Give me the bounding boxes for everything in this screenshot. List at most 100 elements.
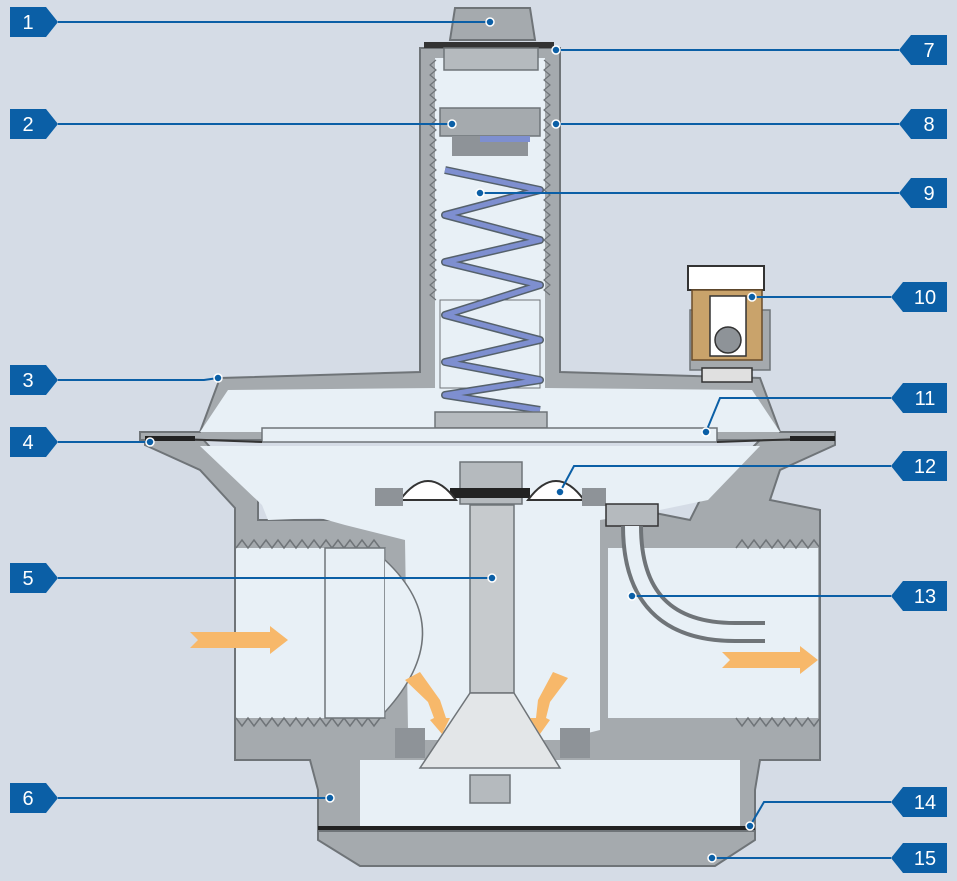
callout-number-10: 10	[914, 287, 936, 309]
callout-badge-11	[891, 383, 947, 413]
callout-target-dot-1	[485, 17, 495, 27]
inlet-sleeve	[324, 547, 386, 719]
callout-target-dot-12	[555, 487, 565, 497]
callout-13: 13	[627, 581, 947, 611]
callout-8: 8	[551, 109, 947, 139]
callout-number-15: 15	[914, 848, 936, 870]
right-gasket	[790, 436, 835, 441]
seat-flow-arrow-left	[405, 672, 450, 734]
callout-7: 7	[551, 35, 947, 65]
callout-target-dot-11	[701, 427, 711, 437]
relief-valve-cap	[687, 265, 765, 291]
upper-cover-cavity	[200, 58, 780, 432]
callout-target-dot-4	[145, 437, 155, 447]
seat-block-right	[560, 728, 590, 758]
callout-badge-7	[899, 35, 947, 65]
flow-arrows	[190, 626, 818, 734]
callout-2: 2	[10, 109, 457, 139]
callout-number-13: 13	[914, 586, 936, 608]
callout-leader-14	[749, 801, 891, 827]
callout-target-dot-9	[475, 188, 485, 198]
callout-15: 15	[707, 843, 947, 873]
valve-stem	[469, 504, 515, 694]
callout-badge-12	[891, 451, 947, 481]
callout-target-dot-13	[627, 591, 637, 601]
callout-badge-4	[10, 427, 58, 457]
callout-number-14: 14	[914, 792, 936, 814]
callout-12: 12	[555, 451, 947, 497]
callout-11: 11	[701, 383, 947, 437]
callout-number-7: 7	[923, 40, 934, 62]
callout-number-11: 11	[915, 388, 936, 410]
callout-1: 1	[10, 7, 495, 37]
callout-badge-15	[891, 843, 947, 873]
callout-badge-6	[10, 783, 58, 813]
bottom-cover	[317, 830, 756, 867]
callout-4: 4	[10, 427, 155, 457]
sensing-tube-fitting	[605, 503, 659, 527]
inlet-dome	[384, 559, 424, 713]
callout-leader-11	[705, 397, 891, 433]
callout-number-1: 1	[22, 12, 33, 34]
spring-coil-highlight	[442, 167, 543, 413]
diaphragm-clamp-right	[582, 488, 606, 506]
callout-9: 9	[475, 178, 947, 208]
callout-badge-1	[10, 7, 58, 37]
valve-disc	[418, 692, 562, 769]
callout-target-dot-5	[487, 573, 497, 583]
callout-14: 14	[745, 787, 947, 831]
relief-valve-nut	[701, 367, 753, 383]
callout-number-5: 5	[22, 568, 33, 590]
left-gasket	[145, 436, 195, 441]
callout-target-dot-6	[325, 793, 335, 803]
outlet-thread-top	[735, 538, 821, 550]
callout-target-dot-14	[745, 821, 755, 831]
callout-target-dot-2	[447, 119, 457, 129]
callout-badge-14	[891, 787, 947, 817]
callout-target-dot-7	[551, 45, 561, 55]
callout-badge-8	[899, 109, 947, 139]
callout-target-dot-10	[747, 292, 757, 302]
diaphragm-plate	[261, 427, 718, 443]
callout-5: 5	[10, 563, 497, 593]
callout-6: 6	[10, 783, 335, 813]
callout-badge-5	[10, 563, 58, 593]
rolling-diaphragm-left	[398, 480, 458, 501]
callout-number-3: 3	[22, 370, 33, 392]
cap-gasket	[424, 42, 554, 48]
callout-badge-9	[899, 178, 947, 208]
inlet-flow-arrow	[190, 626, 288, 654]
relief-valve-ball	[714, 326, 742, 354]
spring-cap-top	[480, 136, 530, 142]
callout-badge-3	[10, 365, 58, 395]
seat-flow-arrow-right	[530, 672, 568, 734]
callout-target-dot-15	[707, 853, 717, 863]
callout-number-9: 9	[923, 183, 934, 205]
callout-target-dot-8	[551, 119, 561, 129]
tower-thread-right	[543, 59, 551, 296]
callout-badge-10	[891, 282, 947, 312]
disc-nut	[469, 774, 511, 804]
outlet-thread-bottom	[735, 716, 821, 728]
seat-block-left	[395, 728, 425, 758]
sensing-tube-bore	[625, 525, 765, 639]
callout-number-2: 2	[22, 114, 33, 136]
callout-10: 10	[747, 282, 947, 312]
callout-leader-12	[559, 465, 891, 493]
lower-chamber	[360, 760, 740, 826]
callout-target-dot-3	[213, 373, 223, 383]
callout-number-4: 4	[22, 432, 33, 454]
diaphragm-hub	[434, 411, 548, 429]
diaphragm-clamp-left	[375, 488, 403, 506]
callout-number-8: 8	[923, 114, 934, 136]
relief-valve	[687, 265, 771, 383]
outlet-flow-arrow	[722, 646, 818, 674]
callout-badge-13	[891, 581, 947, 611]
tower-thread-left	[429, 59, 437, 301]
callout-3: 3	[10, 365, 223, 395]
bottom-gasket	[318, 826, 755, 831]
callout-number-12: 12	[914, 456, 936, 478]
stem-collar	[450, 488, 530, 498]
